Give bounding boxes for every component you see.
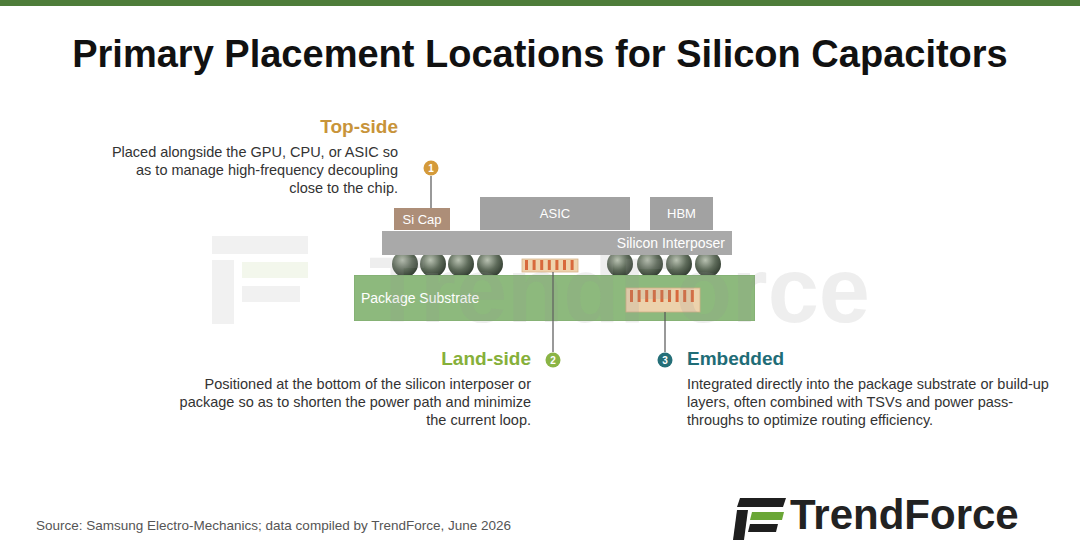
- asic-die: ASIC: [480, 197, 630, 230]
- capacitor-pillar: [571, 260, 574, 270]
- leader-line: [552, 321, 553, 352]
- box-label: HBM: [667, 206, 696, 221]
- logo-stroke: [750, 512, 784, 520]
- capacitor-pillar: [638, 290, 641, 302]
- capacitor-body: [522, 259, 578, 272]
- leader-line: [664, 321, 665, 352]
- package-substrate: Package Substrate: [354, 275, 755, 321]
- callout-number: 2: [545, 352, 561, 368]
- callout-number: 3: [657, 352, 673, 368]
- watermark-icon: [212, 236, 308, 324]
- capacitor-pillar: [668, 290, 671, 302]
- leader-line: [664, 312, 665, 321]
- callout-body: Positioned at the bottom of the silicon …: [159, 375, 531, 429]
- capacitor-pillar: [563, 260, 566, 270]
- watermark-stroke: [242, 286, 300, 302]
- capacitor-pillar: [653, 290, 656, 302]
- logo-stroke: [748, 524, 778, 532]
- capacitor-pillar: [645, 290, 648, 302]
- capacitor-pillar: [676, 290, 679, 302]
- embedded-capacitor: [626, 288, 700, 312]
- callout-number: 2: [550, 355, 556, 366]
- capacitor-pillar: [683, 290, 686, 302]
- callout-dot: [546, 353, 561, 368]
- callout-body: Integrated directly into the package sub…: [687, 375, 1049, 429]
- watermark-stroke: [242, 262, 308, 278]
- leader-line: [430, 176, 431, 208]
- logo-stroke: [737, 498, 786, 507]
- silicon-interposer: Silicon Interposer: [382, 231, 732, 255]
- substrate-body: [354, 275, 755, 321]
- title: Primary Placement Locations for Silicon …: [72, 33, 1008, 76]
- capacitor-pillar: [548, 260, 551, 270]
- callout-dot: [658, 353, 673, 368]
- watermark-stroke: [212, 236, 308, 254]
- top-bar: [0, 0, 1080, 6]
- source-caption: Source: Samsung Electro-Mechanics; data …: [36, 518, 511, 533]
- logo-icon: [733, 498, 786, 540]
- callout-heading: Land-side: [311, 348, 531, 370]
- capacitor-pillar: [555, 260, 558, 270]
- hbm-die: HBM: [650, 197, 713, 230]
- box-label: Silicon Interposer: [617, 235, 725, 251]
- callout-body: Placed alongside the GPU, CPU, or ASIC s…: [106, 143, 398, 197]
- watermark-stroke: [212, 260, 234, 324]
- box-label: Si Cap: [402, 212, 441, 227]
- logo-text: TrendForce: [790, 491, 1070, 539]
- land-side-capacitor: [522, 259, 578, 272]
- si-cap-box: Si Cap: [394, 208, 450, 230]
- box-label: Package Substrate: [361, 290, 479, 306]
- leader-line: [552, 275, 553, 321]
- capacitor-pillar: [533, 260, 536, 270]
- logo-stroke: [733, 510, 748, 540]
- callout-number: 1: [428, 163, 434, 174]
- capacitor-pillar: [540, 260, 543, 270]
- callout-number: 1: [423, 160, 439, 176]
- callout-heading: Embedded: [687, 348, 907, 370]
- title-box: Primary Placement Locations for Silicon …: [0, 33, 1080, 76]
- box-label: ASIC: [540, 206, 570, 221]
- callout-dot: [424, 161, 439, 176]
- capacitor-pillar: [525, 260, 528, 270]
- capacitor-pillar: [660, 290, 663, 302]
- callout-number: 3: [662, 355, 668, 366]
- capacitor-pillar: [691, 290, 694, 302]
- callout-heading: Top-side: [178, 116, 398, 138]
- capacitor-pillar: [630, 290, 633, 302]
